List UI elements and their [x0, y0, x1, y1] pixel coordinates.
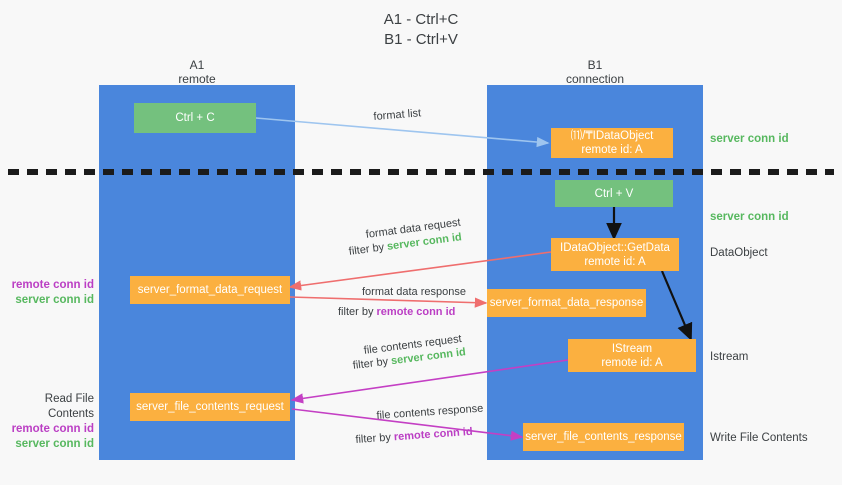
- node-server-file-contents-response-label: server_file_contents_response: [525, 431, 682, 443]
- annotation-file-remote-conn-id: remote conn id: [11, 423, 94, 435]
- node-ctrl-v-label: Ctrl + V: [594, 187, 634, 200]
- edge-label-file-contents-request-filter-prefix: filter by: [352, 355, 392, 372]
- node-idataobject-getdata-line1: IDataObject::GetData: [560, 241, 670, 254]
- edge-label-format-data-response-filter-prefix: filter by: [338, 306, 377, 318]
- edge-label-file-contents-response-filter: filter by remote conn id: [355, 425, 473, 447]
- diagram-title: A1 - Ctrl+C B1 - Ctrl+V: [0, 10, 842, 50]
- annotation-group-format-conn-ids: remote conn id server conn id: [8, 278, 94, 308]
- annotation-format-server-conn-id: server conn id: [15, 294, 94, 306]
- edge-label-file-contents-response-filter-value: remote conn id: [393, 425, 473, 444]
- column-header-b1-name: B1: [587, 58, 603, 72]
- annotation-server-conn-id-paste: server conn id: [710, 211, 789, 223]
- edge-label-format-data-response: format data response: [362, 286, 466, 298]
- node-server-format-data-request[interactable]: server_format_data_request: [130, 276, 290, 304]
- edge-label-format-data-response-filter-value: remote conn id: [376, 306, 456, 318]
- annotation-file-server-conn-id: server conn id: [15, 438, 94, 450]
- edge-label-file-contents-response-filter-prefix: filter by: [355, 431, 395, 446]
- node-istream[interactable]: IStream remote id: A: [568, 339, 696, 372]
- annotation-format-remote-conn-id: remote conn id: [11, 279, 94, 291]
- column-header-b1-role: connection: [565, 72, 625, 86]
- title-line-a1: A1 - Ctrl+C: [383, 11, 459, 28]
- node-create-idataobject-line1: ⑾/₸IDataObject: [570, 130, 654, 142]
- node-idataobject-getdata-line2: remote id: A: [584, 255, 646, 268]
- edge-label-format-data-request-filter-prefix: filter by: [348, 240, 388, 258]
- node-server-format-data-response-label: server_format_data_response: [489, 297, 644, 309]
- phase-separator-dashed-line: [8, 169, 834, 175]
- node-ctrl-c-label: Ctrl + C: [175, 112, 215, 124]
- annotation-write-file-contents: Write File Contents: [710, 432, 808, 444]
- annotation-server-conn-id-copy: server conn id: [710, 133, 789, 145]
- edge-label-format-data-response-filter: filter by remote conn id: [338, 305, 455, 319]
- column-header-a1: A1 remote: [99, 58, 295, 86]
- node-istream-line1: IStream: [611, 342, 653, 355]
- node-istream-line2: remote id: A: [601, 356, 663, 369]
- node-create-idataobject[interactable]: ⑾/₸IDataObject remote id: A: [551, 128, 673, 158]
- edge-label-file-contents-response: file contents response: [376, 402, 484, 422]
- annotation-istream: Istream: [710, 351, 749, 363]
- column-header-a1-role: remote: [178, 72, 216, 86]
- column-header-b1: B1 connection: [487, 58, 703, 86]
- annotation-group-read-file-contents: Read File Contents remote conn id server…: [4, 392, 94, 452]
- node-server-format-data-response[interactable]: server_format_data_response: [487, 289, 646, 317]
- node-idataobject-getdata[interactable]: IDataObject::GetData remote id: A: [551, 238, 679, 271]
- node-server-file-contents-response[interactable]: server_file_contents_response: [523, 423, 684, 451]
- node-create-idataobject-line2: remote id: A: [581, 144, 643, 156]
- title-line-b1: B1 - Ctrl+V: [384, 31, 458, 48]
- node-server-file-contents-request-label: server_file_contents_request: [136, 401, 284, 413]
- annotation-dataobject: DataObject: [710, 247, 768, 259]
- column-header-a1-name: A1: [189, 58, 205, 72]
- node-server-file-contents-request[interactable]: server_file_contents_request: [130, 393, 290, 421]
- node-server-format-data-request-label: server_format_data_request: [137, 284, 283, 296]
- annotation-read-file-contents-heading: Read File Contents: [44, 393, 94, 420]
- node-ctrl-c[interactable]: Ctrl + C: [134, 103, 256, 133]
- edge-label-format-list: format list: [373, 107, 422, 123]
- node-ctrl-v[interactable]: Ctrl + V: [555, 180, 673, 207]
